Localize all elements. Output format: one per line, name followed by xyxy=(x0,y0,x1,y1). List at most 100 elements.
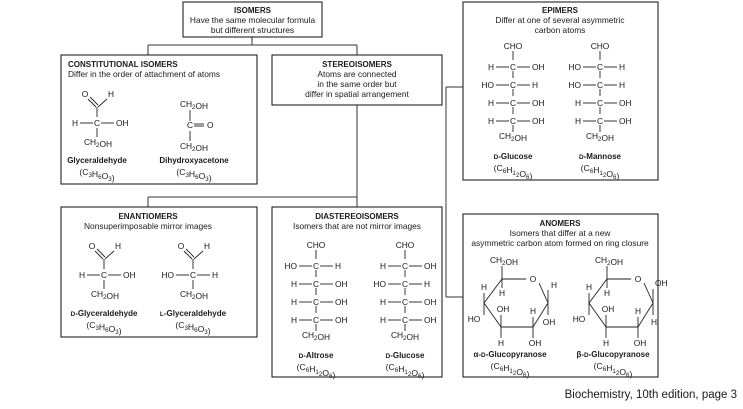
stereoisomers-title: STEREOISOMERS xyxy=(322,60,392,69)
left-substituent-label: H xyxy=(79,270,85,280)
hydroxyl-label: OH xyxy=(497,304,510,314)
carbon-label: C xyxy=(94,118,100,128)
hydrogen-label: H xyxy=(481,282,487,292)
carbon-label: C xyxy=(402,315,408,325)
isomers-title: ISOMERS xyxy=(234,6,272,15)
isomers-desc-line-1: Have the same molecular formula xyxy=(190,15,316,25)
right-substituent-label: OH xyxy=(116,118,129,128)
right-substituent-label: OH xyxy=(619,98,632,108)
left-substituent-label: H xyxy=(380,261,386,271)
right-substituent-label: H xyxy=(619,62,625,72)
right-substituent-label: OH xyxy=(424,297,437,307)
anomeric-h-label: H xyxy=(551,280,557,290)
anomers-title: ANOMERS xyxy=(540,219,582,228)
carbon-label: C xyxy=(187,120,193,130)
hydrogen-label: H xyxy=(115,241,121,251)
epimers-desc-line-1: Differ at one of several asymmetric xyxy=(495,15,624,25)
right-substituent-label: OH xyxy=(532,62,545,72)
isomers-box xyxy=(182,1,323,38)
glyceraldehyde-name: Glyceraldehyde xyxy=(67,156,127,165)
constitutional-isomers-box xyxy=(60,54,258,185)
anomeric-h-label: H xyxy=(651,317,657,327)
carbon-label: C xyxy=(510,62,516,72)
diastereoisomers-title: DIASTEREOISOMERS xyxy=(315,212,399,221)
oxygen-label: O xyxy=(82,89,89,99)
aldehyde-label: CHO xyxy=(307,240,326,250)
hydroxymethyl-label: CH2OH xyxy=(499,131,527,143)
left-substituent-label: H xyxy=(575,98,581,108)
carbonyl-bond xyxy=(183,250,193,260)
carbonyl-bond xyxy=(94,250,104,260)
right-substituent-label: H xyxy=(532,80,538,90)
aldehyde-h-bond xyxy=(97,98,108,108)
left-substituent-label: H xyxy=(291,297,297,307)
hydroxyl-label: OH xyxy=(634,338,647,348)
citation: Biochemistry, 10th edition, page 3 xyxy=(564,389,737,401)
carbon-label: C xyxy=(101,270,107,280)
hydroxymethyl-label: CH2OH xyxy=(595,255,623,267)
diastereoisomers-box xyxy=(271,206,443,378)
hydroxymethyl-label: CH2OH xyxy=(302,330,330,342)
right-substituent-label: OH xyxy=(424,315,437,325)
left-substituent-label: H xyxy=(291,315,297,325)
hydrogen-label: H xyxy=(108,89,114,99)
left-substituent-label: H xyxy=(380,315,386,325)
d-glucose-epimer-name: D-Glucose xyxy=(494,152,533,161)
carbon-label: C xyxy=(510,98,516,108)
left-substituent-label: HO xyxy=(568,62,581,72)
right-substituent-label: OH xyxy=(424,261,437,271)
enantiomers-desc: Nonsuperimposable mirror images xyxy=(84,221,212,231)
carbonyl-bond xyxy=(89,96,99,106)
d-glucose-diastereomer-name: D-Glucose xyxy=(386,351,425,360)
d-mannose-name: D-Mannose xyxy=(579,152,622,161)
hydrogen-label: H xyxy=(499,288,505,298)
hydroxyl-label: HO xyxy=(468,314,481,324)
left-substituent-label: H xyxy=(380,297,386,307)
l-glyceraldehyde-name: L-Glyceraldehyde xyxy=(160,309,227,318)
anomers-box xyxy=(462,213,659,378)
left-substituent-label: H xyxy=(72,118,78,128)
enantiomers-title: ENANTIOMERS xyxy=(118,212,178,221)
carbon-label: C xyxy=(313,297,319,307)
beta-glucopyranose-formula: (C6H12O6) xyxy=(594,361,633,379)
hydroxyl-label: HO xyxy=(573,314,586,324)
ring-bond-front xyxy=(637,302,654,328)
ring-oxygen-label: O xyxy=(635,274,642,284)
hydroxyl-label: OH xyxy=(529,338,542,348)
constitutional-desc: Differ in the order of attachment of ato… xyxy=(68,69,220,79)
aldehyde-label: CHO xyxy=(591,41,610,51)
aldehyde-label: CHO xyxy=(396,240,415,250)
carbon-label: C xyxy=(313,279,319,289)
d-glyceraldehyde-name: D-Glyceraldehyde xyxy=(71,309,138,318)
d-altrose-name: D-Altrose xyxy=(299,351,334,360)
carbon-label: C xyxy=(402,279,408,289)
dihydroxyacetone-name: Dihydroxyacetone xyxy=(159,156,229,165)
left-substituent-label: H xyxy=(291,279,297,289)
connector-lines xyxy=(147,37,463,298)
ring-bond xyxy=(643,282,654,304)
carbonyl-bond xyxy=(96,248,106,258)
left-substituent-label: HO xyxy=(161,270,174,280)
oxygen-label: O xyxy=(178,241,185,251)
right-substituent-label: H xyxy=(212,270,218,280)
hydroxymethyl-label: CH2OH xyxy=(586,131,614,143)
hydrogen-label: H xyxy=(498,338,504,348)
hydroxymethyl-label: CH2OH xyxy=(91,289,119,301)
hydroxymethyl-label: CH2OH xyxy=(180,99,208,111)
beta-glucopyranose-name: β-D-Glucopyranose xyxy=(576,350,650,359)
right-substituent-label: OH xyxy=(532,116,545,126)
carbon-label: C xyxy=(313,261,319,271)
dihydroxyacetone-formula: (C3H6O3) xyxy=(176,167,211,183)
l-glyceraldehyde-formula: (C3H6O3) xyxy=(175,320,210,336)
hydrogen-label: H xyxy=(604,288,610,298)
ring-oxygen-label: O xyxy=(530,274,537,284)
ring-bond-front xyxy=(483,302,502,328)
hydrogen-label: H xyxy=(603,338,609,348)
alpha-glucopyranose-name: α-D-Glucopyranose xyxy=(473,350,547,359)
ring-bond xyxy=(483,278,503,304)
